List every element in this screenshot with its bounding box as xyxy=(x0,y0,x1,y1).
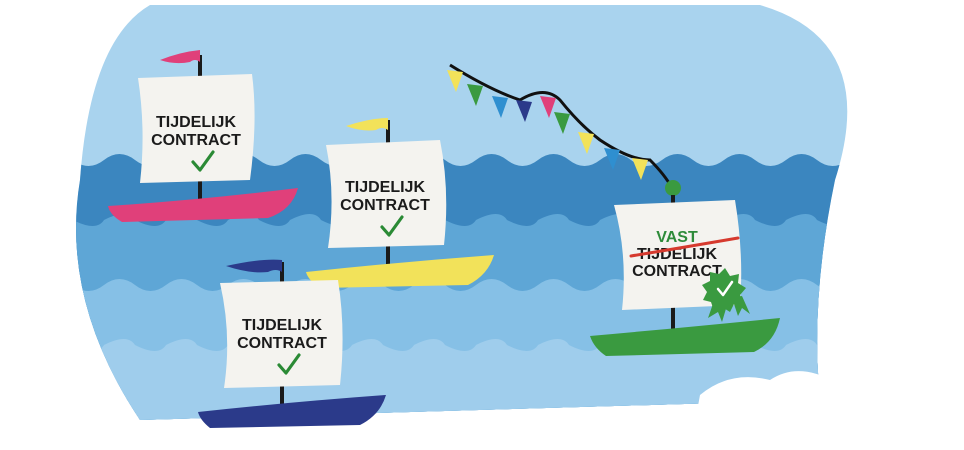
sail-line-2: CONTRACT xyxy=(151,132,241,149)
check-icon xyxy=(277,353,301,375)
bunting-flag xyxy=(540,96,556,118)
sail-line-1: TIJDELIJK xyxy=(156,114,236,131)
flag xyxy=(346,118,388,131)
bunting-flag xyxy=(604,148,620,170)
sail xyxy=(220,280,343,388)
bunting-flag xyxy=(632,158,648,180)
bunting-flags xyxy=(447,70,648,180)
hull xyxy=(306,255,494,288)
mast-top-ball xyxy=(665,180,681,196)
bunting-flag xyxy=(492,96,508,118)
foam-splash xyxy=(690,371,900,450)
sail-line-2: CONTRACT xyxy=(632,263,722,280)
bunting-flag xyxy=(516,100,532,122)
hull xyxy=(198,395,386,428)
check-icon xyxy=(191,150,215,172)
approval-badge-icon xyxy=(702,268,750,322)
bunting-flag xyxy=(554,112,570,134)
sail xyxy=(138,74,255,183)
check-icon xyxy=(716,280,734,297)
hull xyxy=(108,188,298,222)
bunting-flag xyxy=(578,132,594,154)
hull xyxy=(590,318,780,356)
sail-line-2: CONTRACT xyxy=(340,197,430,214)
flag xyxy=(160,50,200,64)
sail-line-1: TIJDELIJK xyxy=(345,179,425,196)
bunting-flag xyxy=(447,70,463,92)
ship-1: TIJDELIJK CONTRACT xyxy=(108,50,298,222)
sail xyxy=(326,140,447,248)
check-icon xyxy=(380,215,404,237)
bunting-string xyxy=(449,63,674,189)
sail-line-1: TIJDELIJK xyxy=(242,317,322,334)
sail-line-2: CONTRACT xyxy=(237,335,327,352)
final-ship: VAST TIJDELIJK CONTRACT xyxy=(590,195,780,356)
bunting-flag xyxy=(467,84,483,106)
ship-2: TIJDELIJK CONTRACT xyxy=(306,118,494,288)
flag xyxy=(226,259,282,273)
ship-3: TIJDELIJK CONTRACT xyxy=(198,259,386,428)
strikethrough-line xyxy=(629,236,740,258)
vast-word: VAST xyxy=(656,229,698,246)
